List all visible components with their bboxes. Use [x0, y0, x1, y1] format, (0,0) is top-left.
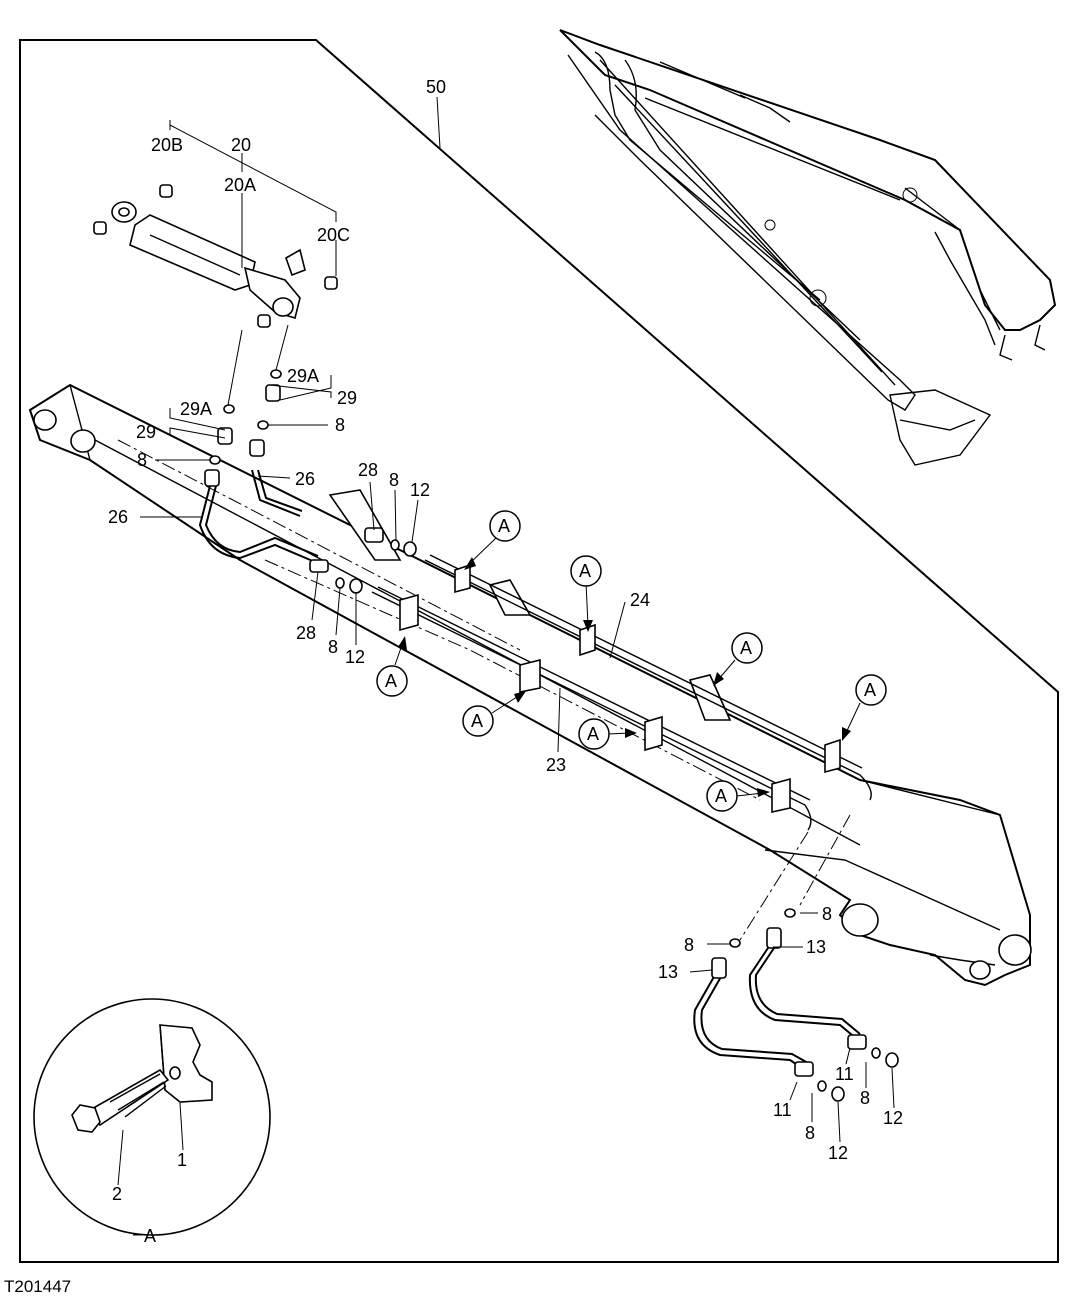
label-fitting-28-upper: 28: [358, 460, 378, 480]
label-hose-13-left: 13: [658, 962, 678, 982]
label-oring-8-d: 8: [328, 637, 338, 657]
label-tube-24: 24: [630, 590, 650, 610]
label-clamp-a3: A: [740, 638, 752, 658]
label-oring-8-c: 8: [389, 470, 399, 490]
label-fitting-11-right: 11: [835, 1064, 854, 1084]
label-washer-12-upper: 12: [410, 480, 430, 500]
label-washer-12-lower: 12: [345, 647, 365, 667]
label-cylinder-body: 20A: [224, 175, 256, 195]
label-oring-29a-lower: 29A: [180, 399, 212, 419]
figure-id: T201447: [4, 1277, 71, 1296]
label-clamp-a1: A: [498, 516, 510, 536]
label-fitting-29-upper: 29: [337, 388, 357, 408]
label-fitting-28-lower: 28: [296, 623, 316, 643]
label-washer-12-h: 12: [828, 1143, 848, 1163]
label-oring-29a-upper: 29A: [287, 366, 319, 386]
label-oring-8-b: 8: [137, 450, 147, 470]
label-fitting-11-left: 11: [773, 1100, 792, 1120]
label-detail-bolt: 2: [112, 1184, 122, 1204]
clamp-callouts: [376, 510, 887, 812]
label-clamp-a7: A: [587, 724, 599, 744]
excavator-overview: [559, 29, 1057, 466]
detail-view: [33, 998, 271, 1236]
label-clamp-a5: A: [385, 671, 397, 691]
label-bushing-c: 20C: [317, 225, 350, 245]
seals: [209, 369, 899, 1102]
cylinder-assembly: [93, 120, 338, 328]
label-detail-title: A: [144, 1226, 156, 1246]
label-washer-12-g: 12: [883, 1108, 903, 1128]
label-detail-clamp: 1: [177, 1150, 187, 1170]
label-oring-8-f: 8: [684, 935, 694, 955]
labels: 50 20 20A 20B 20C 29A 29 29A 29 8 8 26 2…: [4, 77, 903, 1296]
label-clamp-a8: A: [715, 786, 727, 806]
label-oring-8-h: 8: [805, 1123, 815, 1143]
tube-lines: [371, 554, 872, 831]
label-bushing-b: 20B: [151, 135, 183, 155]
label-hose-26-upper: 26: [295, 469, 315, 489]
label-clamp-a6: A: [471, 711, 483, 731]
hoses-13: [693, 814, 867, 1077]
label-hose-26-lower: 26: [108, 507, 128, 527]
label-oring-8-e: 8: [822, 904, 832, 924]
label-kit: 50: [426, 77, 446, 97]
label-fitting-29-lower: 29: [136, 422, 156, 442]
label-cylinder: 20: [231, 135, 251, 155]
leader-lines: [140, 96, 895, 1143]
label-oring-8-g: 8: [860, 1088, 870, 1108]
label-clamp-a4: A: [864, 680, 876, 700]
label-clamp-a2: A: [579, 561, 591, 581]
label-tube-23: 23: [546, 755, 566, 775]
label-hose-13-right: 13: [806, 937, 826, 957]
diagram-frame: [19, 39, 1059, 1263]
hoses-26: [198, 384, 384, 573]
label-oring-8-a: 8: [335, 415, 345, 435]
